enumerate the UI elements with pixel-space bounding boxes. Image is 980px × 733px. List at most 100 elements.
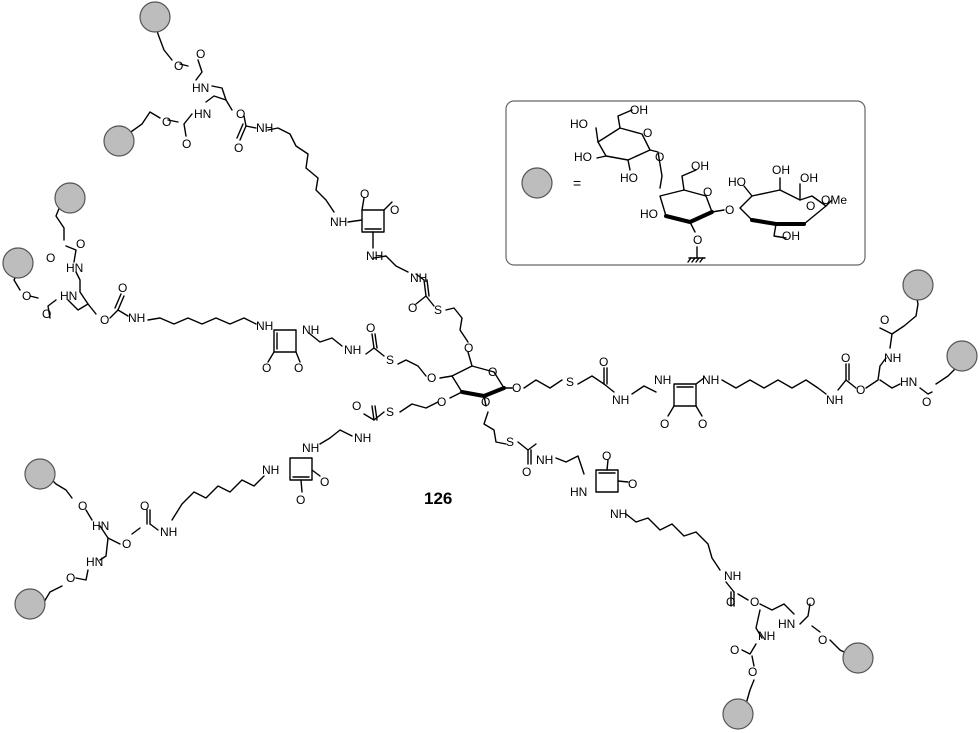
arm-lower-right-s: S: [506, 435, 514, 449]
arm-lower-left-o-a: O: [78, 499, 87, 513]
arm-left-o-ester: O: [100, 313, 109, 327]
legend-oh-1: OH: [630, 103, 648, 117]
arm-upper-sq-o1: O: [360, 187, 369, 201]
legend-ho-1: HO: [570, 117, 588, 131]
arm-lower-left-nh-5: HN: [92, 519, 109, 533]
arm-lower-right-nh-2: HN: [570, 485, 587, 499]
legend-ome: OMe: [821, 193, 847, 207]
arm-lower-left-nh-1: NH: [354, 431, 371, 445]
arm-left-nh-1: NH: [344, 343, 361, 357]
arm-right-o-b: O: [922, 395, 931, 409]
legend-box: = HO HO HO OH O O OH O HO O O HO OH: [505, 100, 866, 266]
arm-right-carb-o: O: [841, 351, 850, 365]
arm-left-nh-4: NH: [128, 311, 145, 325]
arm-lower-left-hn: HN: [86, 555, 103, 569]
arm-upper-o-a: O: [196, 47, 205, 61]
arm-lower-right-ball-2: [722, 698, 754, 730]
arm-lower-right-hn: HN: [778, 617, 795, 631]
legend-ho-2: HO: [574, 150, 592, 164]
arm-upper-s: S: [434, 303, 442, 317]
legend-o-link-2: O: [725, 203, 734, 217]
galactose-ch2oh: [617, 109, 633, 129]
legend-equals: =: [573, 175, 581, 191]
arm-lower-left-o-b: O: [66, 571, 75, 585]
core-o-4: O: [481, 395, 490, 409]
arm-lower-right-ball-1: [842, 642, 874, 674]
arm-upper-nh-1: NH: [410, 271, 427, 285]
core-o-2: O: [427, 371, 436, 385]
arm-lower-left-ball-2: [14, 588, 46, 620]
arm-lower-right-o-c: O: [730, 643, 739, 657]
arm-left-nh-3: NH: [256, 319, 273, 333]
arm-upper-o-b: O: [174, 59, 183, 73]
core-o-1: O: [464, 341, 473, 355]
arm-left-nh-2: NH: [302, 323, 319, 337]
arm-left-nh-5: HN: [60, 289, 77, 303]
arm-upper-hn: HN: [192, 81, 209, 95]
arm-upper-sq-o2: O: [390, 203, 399, 217]
arm-upper-nh-5: HN: [194, 107, 211, 121]
arm-lower-left-o: O: [352, 399, 361, 413]
arm-left-sq-o1: O: [262, 361, 271, 375]
arm-lower-right-nh-4: NH: [724, 569, 741, 583]
arm-left-o: O: [366, 321, 375, 335]
arm-left-sq-o2: O: [294, 361, 303, 375]
arm-lower-right-o: O: [522, 465, 531, 479]
arm-lower-left-sq-o2: O: [296, 493, 305, 507]
arm-lower-left-carb-o: O: [140, 499, 149, 513]
legend-o-attach: O: [693, 233, 702, 247]
arm-left: S O NH NH O O NH NH O O HN HN O O O O: [2, 182, 427, 377]
legend-ho-4: HO: [640, 207, 658, 221]
arm-lower-right-nh-5: NH: [758, 629, 775, 643]
arm-lower-right-o-d: O: [748, 665, 757, 679]
arm-upper-ball-1: [139, 1, 171, 33]
arm-lower-right-sq-o1: O: [602, 449, 611, 463]
arm-left-ball-1: [54, 182, 86, 214]
compound-label: 126: [424, 489, 452, 508]
legend-ho-3: HO: [620, 171, 638, 185]
arm-lower-left: S O NH NH O O NH NH O O HN HN O O: [14, 399, 439, 620]
arm-lower-right-o-a: O: [806, 595, 815, 609]
arm-upper-o-ester: O: [236, 107, 245, 121]
arm-lower-left-nh-2: NH: [302, 441, 319, 455]
arm-right-ball-1: [902, 269, 934, 301]
legend-oh-5: OH: [782, 229, 800, 243]
arm-right-s: S: [566, 375, 574, 389]
arm-upper-o-c: O: [182, 137, 191, 151]
arm-right-nh-1: NH: [612, 393, 629, 407]
arm-lower-right-o-ester: O: [750, 595, 759, 609]
arm-lower-left-ball-1: [24, 458, 56, 490]
arm-lower-right-nh-3: NH: [610, 507, 627, 521]
arm-upper-nh-2: NH: [366, 249, 383, 263]
legend-oh-2: OH: [691, 159, 709, 173]
arm-upper-o: O: [408, 301, 417, 315]
arm-lower-left-s: S: [386, 405, 394, 419]
arm-upper: S O NH NH O O NH NH O O HN HN O O O O: [103, 1, 469, 343]
legend-sugar-ball: [521, 167, 553, 199]
arm-lower-left-sq-o1: O: [320, 475, 329, 489]
core-ring-o: O: [488, 365, 497, 379]
arm-lower-right-nh-1: NH: [536, 453, 553, 467]
central-core: O O O O O O: [427, 341, 521, 409]
arm-right-sq-o1: O: [660, 417, 669, 431]
arm-lower-right-carb-o: O: [726, 595, 735, 609]
arm-right-o-ester: O: [856, 383, 865, 397]
arm-right-ball-2: [946, 340, 978, 372]
arm-lower-left-nh-4: NH: [160, 525, 177, 539]
arm-lower-left-nh-3: NH: [262, 463, 279, 477]
legend-oh-3: OH: [772, 163, 790, 177]
legend-o-ring-2: O: [703, 185, 712, 199]
legend-o-ring-3: O: [806, 199, 815, 213]
arm-left-carb-o: O: [118, 281, 127, 295]
arm-right-o-a: O: [880, 313, 889, 327]
arm-left-o-d: O: [46, 251, 55, 265]
legend-oh-4: OH: [800, 171, 818, 185]
arm-right: S O NH NH O O NH NH O O NH HN O O: [523, 269, 978, 431]
arm-right-nh-4: NH: [826, 393, 843, 407]
arm-upper-o-d: O: [162, 115, 171, 129]
arm-upper-nh-4: NH: [256, 121, 273, 135]
arm-upper-carb-o: O: [234, 141, 243, 155]
arm-lower-left-o-ester: O: [122, 537, 131, 551]
